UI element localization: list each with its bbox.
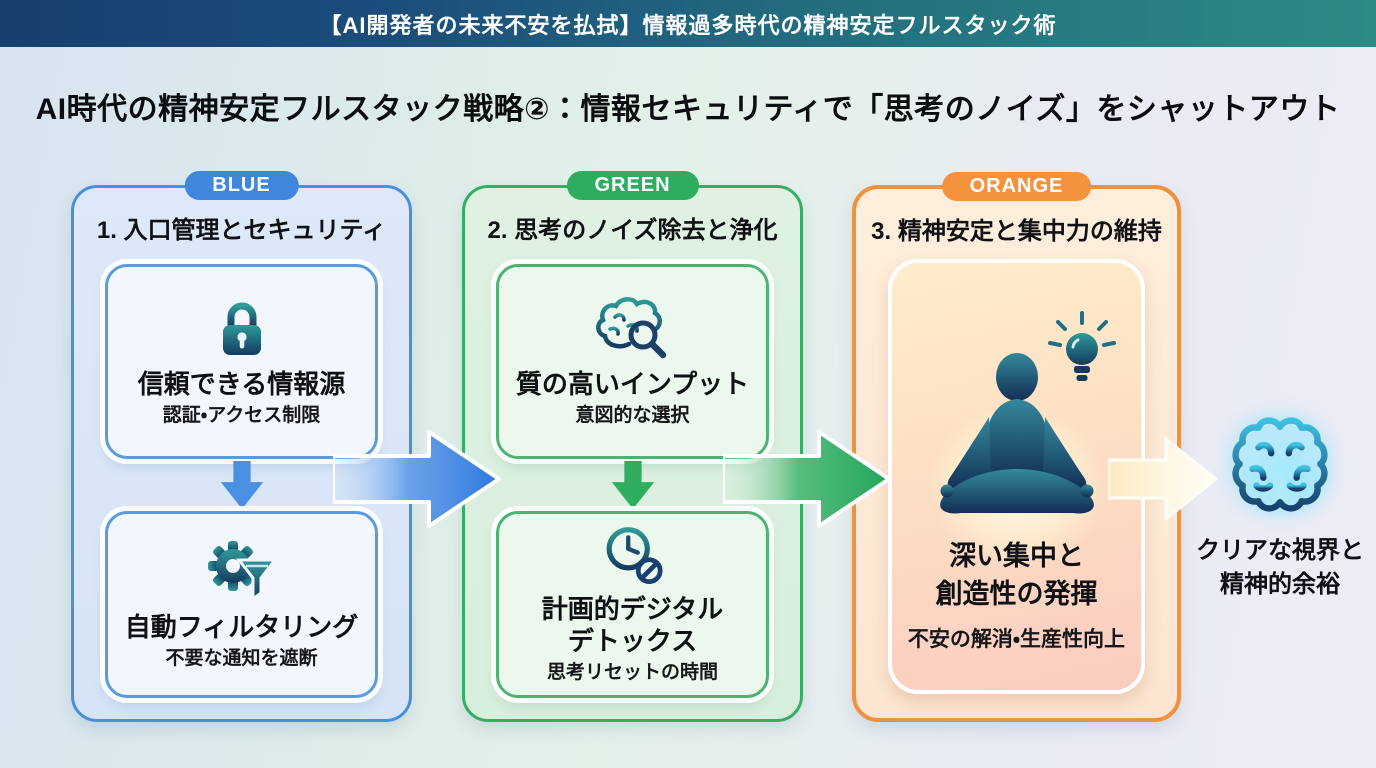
card-subtitle: 意図的な選択 <box>575 404 690 426</box>
column-blue-heading: 1. 入口管理とセキュリティ <box>96 217 387 244</box>
card-title: 深い集中と 創造性の発揮 <box>935 541 1098 609</box>
card-subtitle: 不要な通知を遮断 <box>165 647 318 669</box>
page-title: AI時代の精神安定フルスタック戦略②：情報セキュリティで「思考のノイズ」をシャッ… <box>35 93 1341 126</box>
clock-detox-icon <box>606 527 663 585</box>
top-banner: 【AI開発者の未来不安を払拭】情報過多時代の精神安定フルスタック術 <box>0 0 1376 47</box>
card-subtitle: 認証・アクセス制限 <box>162 404 321 426</box>
meditation-lightbulb-icon <box>939 311 1116 514</box>
outcome-text: クリアな視界と 精神的余裕 <box>1196 537 1364 598</box>
card-deep-focus: 深い集中と 創造性の発揮 不安の解消・生産性向上 <box>888 259 1145 694</box>
card-title: 自動フィルタリング <box>124 611 359 642</box>
flow-arrow-green-to-orange <box>723 430 891 528</box>
lightbulb-part <box>1047 311 1116 381</box>
gear-filter-icon <box>207 540 278 602</box>
column-orange: ORANGE 3. 精神安定と集中力の維持 <box>852 172 1181 722</box>
card-subtitle: 思考リセットの時間 <box>546 662 718 683</box>
card-quality-input: 質の高いインプット 意図的な選択 <box>496 264 769 459</box>
card-subtitle: 不安の解消・生産性向上 <box>907 628 1126 651</box>
column-orange-heading: 3. 精神安定と集中力の維持 <box>871 218 1162 245</box>
column-orange-badge: ORANGE <box>941 172 1092 201</box>
meditation-figure-part <box>939 353 1094 514</box>
card-title: 信頼できる情報源 <box>137 368 346 399</box>
brain-magnifier-icon <box>595 296 666 358</box>
lock-icon <box>222 302 261 355</box>
column-green-heading: 2. 思考のノイズ除去と浄化 <box>487 217 778 244</box>
brain-icon <box>1232 417 1328 512</box>
down-arrow-blue-icon <box>220 461 263 509</box>
card-trusted-sources: 信頼できる情報源 認証・アクセス制限 <box>105 264 378 459</box>
column-blue-badge: BLUE <box>184 171 299 200</box>
card-auto-filtering: 自動フィルタリング 不要な通知を遮断 <box>105 511 378 698</box>
card-title: 計画的デジタル デトックス <box>541 594 724 656</box>
flow-arrow-blue-to-green <box>333 430 501 528</box>
column-blue: BLUE 1. 入口管理とセキュリティ 信頼できる情報源 認証・アクセス制限 <box>71 171 412 722</box>
card-digital-detox: 計画的デジタル デトックス 思考リセットの時間 <box>496 511 769 698</box>
down-arrow-green-icon <box>611 461 654 509</box>
flow-arrow-orange-to-result <box>1108 437 1218 521</box>
column-green-badge: GREEN <box>566 171 699 200</box>
banner-text: 【AI開発者の未来不安を払拭】情報過多時代の精神安定フルスタック術 <box>319 12 1057 38</box>
card-title: 質の高いインプット <box>515 368 750 399</box>
